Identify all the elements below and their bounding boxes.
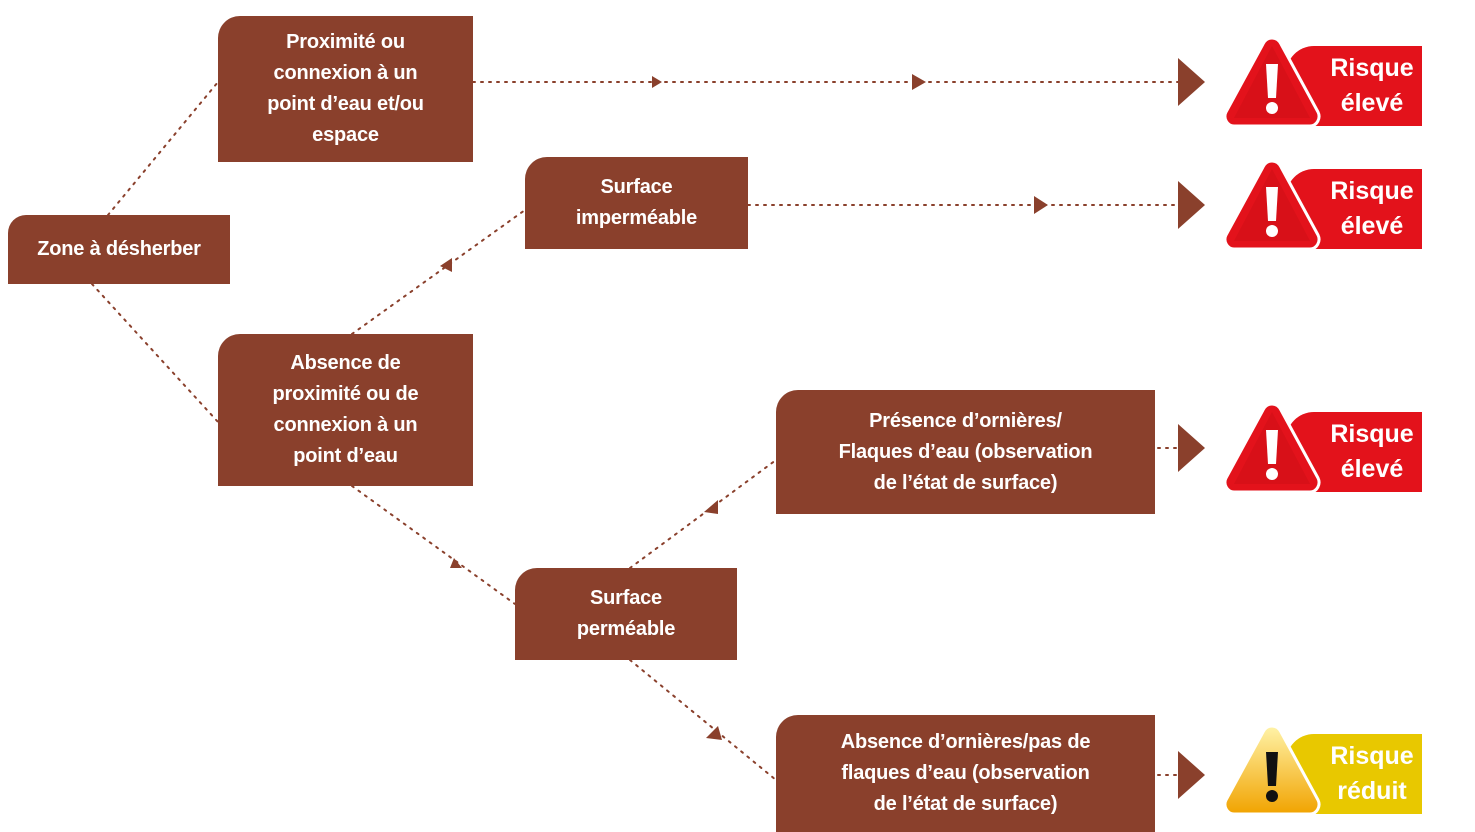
risk-outcome-3: Risque élevé <box>1222 400 1422 496</box>
arrow-end-3 <box>1178 424 1205 472</box>
node-zone-label: Zone à désherber <box>37 238 201 260</box>
risk-label: Risque élevé <box>1330 54 1414 117</box>
node-surface-permeable: Surface perméable <box>515 568 737 660</box>
arrow-mid-6 <box>704 500 718 514</box>
node-zone-a-desherber: Zone à désherber <box>8 215 230 284</box>
node-presence-ornieres-label: Présence d’ornières/ Flaques d’eau (obse… <box>838 409 1093 494</box>
risk-label: Risque réduit <box>1330 742 1414 805</box>
connector-permeable-to-presence <box>629 459 777 569</box>
node-proximite-label: Proximité ou connexion à un point d’eau … <box>267 31 424 146</box>
risk-label: Risque élevé <box>1330 177 1414 240</box>
connector-zone-to-absence <box>91 283 219 423</box>
node-absence-ornieres-label: Absence d’ornières/pas de flaques d’eau … <box>840 731 1091 815</box>
node-presence-ornieres: Présence d’ornières/ Flaques d’eau (obse… <box>776 390 1155 514</box>
node-absence-proximite-label: Absence de proximité ou de connexion à u… <box>272 352 419 467</box>
connector-absence-to-permeable <box>351 485 516 605</box>
node-absence-proximite: Absence de proximité ou de connexion à u… <box>218 334 473 486</box>
node-absence-ornieres: Absence d’ornières/pas de flaques d’eau … <box>776 715 1155 832</box>
arrow-mid-7 <box>706 726 722 740</box>
arrow-end-2 <box>1178 181 1205 229</box>
warning-yellow-icon <box>1223 724 1321 816</box>
warning-red-icon <box>1223 36 1321 128</box>
warning-red-icon <box>1223 402 1321 494</box>
arrow-mid-2 <box>912 74 926 90</box>
node-surface-impermeable: Surface imperméable <box>525 157 748 249</box>
node-surface-impermeable-label: Surface imperméable <box>575 176 698 229</box>
arrow-mid-1 <box>652 76 662 88</box>
risk-outcome-4: Risque réduit <box>1222 722 1422 818</box>
arrow-mid-3 <box>1034 196 1048 214</box>
arrow-end-1 <box>1178 58 1205 106</box>
node-surface-permeable-label: Surface perméable <box>576 587 676 640</box>
arrow-end-4 <box>1178 751 1205 799</box>
risk-outcome-2: Risque élevé <box>1222 157 1422 253</box>
connector-zone-to-proximite <box>107 81 219 216</box>
risk-outcome-1: Risque élevé <box>1222 34 1422 130</box>
connector-permeable-to-absence-ornieres <box>629 659 777 781</box>
arrow-mid-5 <box>450 558 462 568</box>
arrow-mid-4 <box>440 258 452 272</box>
risk-band-high: Risque élevé <box>1286 412 1422 492</box>
connector-absence-to-impermeable <box>351 209 526 335</box>
node-proximite: Proximité ou connexion à un point d’eau … <box>218 16 473 162</box>
risk-label: Risque élevé <box>1330 420 1414 483</box>
warning-red-icon <box>1223 159 1321 251</box>
